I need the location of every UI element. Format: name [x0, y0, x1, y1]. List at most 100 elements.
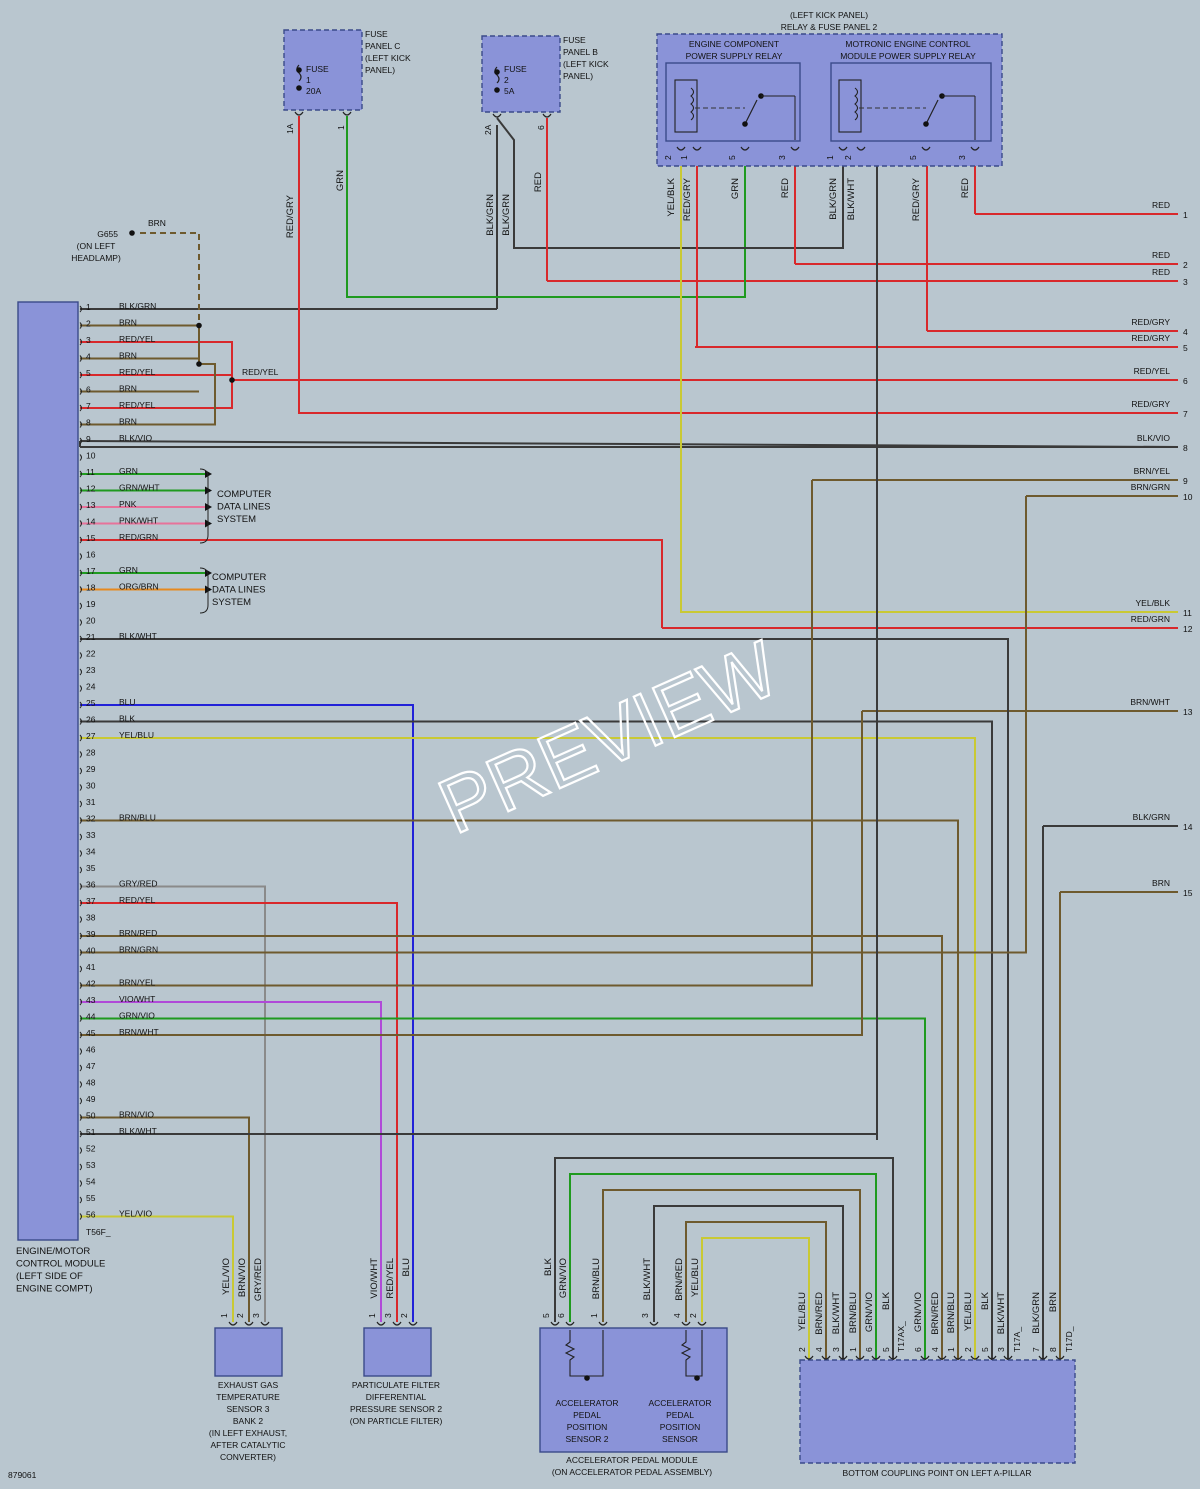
t17ax-wire-color: BRN/BLU: [848, 1292, 859, 1333]
data-lines-label: DATA LINES: [212, 585, 266, 596]
fuse-b-caption: PANEL): [563, 71, 593, 81]
pedal-wire-color: YEL/BLU: [690, 1258, 701, 1297]
ecm-pin-terminal: [79, 850, 82, 857]
egt-caption: (IN LEFT EXHAUST,: [209, 1428, 287, 1438]
ecm-pin-terminal: [79, 652, 82, 659]
ecm-pin-number: 42: [86, 979, 96, 989]
ecm-pin-number: 48: [86, 1078, 96, 1088]
pin-terminal: [542, 113, 552, 118]
ecm-pin-wire-color: YEL/BLU: [119, 730, 154, 740]
t17ax-wire-color: GRN/VIO: [864, 1292, 875, 1332]
ecm-pin-number: 11: [86, 467, 95, 477]
output-number: 10: [1183, 492, 1193, 502]
relay-motronic: [830, 62, 992, 142]
wire-pin21: [80, 638, 1009, 1360]
ecm-pin-wire-color: GRN: [119, 565, 138, 575]
ecm-pin-wire-color: ORG/BRN: [119, 582, 159, 592]
relay1-pin: 5: [727, 155, 737, 160]
ecm-caption: ENGINE/MOTOR: [16, 1246, 90, 1257]
relay-coil-frame: [838, 79, 862, 133]
ecm-pin-terminal: [79, 305, 82, 313]
ecm-pin-wire-color: BRN/YEL: [119, 978, 156, 988]
wire-pin39: [80, 935, 943, 1360]
pedal-to-coupling: [569, 1173, 877, 1360]
relay2-pin: 1: [825, 155, 835, 160]
ground-id: G655: [97, 229, 118, 239]
t17a-label: T17A_: [1012, 1327, 1022, 1352]
ecm-pin-terminal: [79, 569, 82, 577]
output-wire-color: BRN/YEL: [1134, 466, 1171, 476]
output-wire-color: RED/GRY: [1131, 333, 1170, 343]
pin-terminal: [260, 1321, 270, 1326]
output-wire-color: BLK/VIO: [1137, 433, 1170, 443]
ecm-pin-wire-color: BLK/WHT: [119, 631, 157, 641]
data-lines-label: DATA LINES: [217, 502, 271, 513]
pin-terminal: [392, 1321, 402, 1326]
wire-pin8: [80, 363, 216, 426]
wire-pin45: [80, 711, 863, 1036]
wire-pin56: [80, 1215, 234, 1322]
pedal-pin: 1: [589, 1313, 599, 1318]
pin-terminal: [692, 146, 702, 151]
fuse-b-caption: PANEL B: [563, 47, 598, 57]
sensor1-caption: PEDAL: [666, 1410, 694, 1420]
ecm-pin-number: 5: [86, 368, 91, 378]
relay1-pin: 2: [663, 155, 673, 160]
ecm-pin-terminal: [79, 1064, 82, 1072]
fuse-b-caption: FUSE: [563, 35, 586, 45]
ecm-pin-number: 25: [86, 698, 96, 708]
pedal-module-caption: ACCELERATOR PEDAL MODULE: [566, 1455, 698, 1465]
fuse-terminal: [296, 67, 302, 73]
egt-caption: TEMPERATURE: [216, 1392, 280, 1402]
ecm-pin-number: 24: [86, 682, 96, 692]
ecm-pin-terminal: [79, 784, 82, 791]
ecm-pin-number: 15: [86, 533, 96, 543]
wire-pin42: [80, 480, 813, 987]
fuse-b-wire-color: BLK/GRN: [485, 194, 496, 236]
t17a-pin: 2: [963, 1347, 973, 1352]
t17d-label: T17D_: [1064, 1326, 1074, 1352]
output-number: 4: [1183, 327, 1188, 337]
egt-wire-color: GRY/RED: [253, 1258, 264, 1301]
ecm-pin-wire-color: BLK/VIO: [119, 433, 152, 443]
fuse-c-wire-color: RED/GRY: [285, 194, 296, 238]
ecm-pin-terminal: [79, 454, 82, 461]
ecm-pin-wire-color: RED/GRN: [119, 532, 158, 542]
t17ax-wire-color: BLK: [881, 1291, 892, 1310]
ecm-pin-number: 50: [86, 1111, 96, 1121]
fuse-b-wire-color: RED: [533, 172, 544, 192]
egt-pin: 1: [219, 1313, 229, 1318]
relay1-pin: 1: [679, 155, 689, 160]
ecm-pin-wire-color: GRY/RED: [119, 879, 158, 889]
ecm-pin-number: 29: [86, 764, 96, 774]
output-number: 3: [1183, 277, 1188, 287]
relay1-wire-color: GRN: [730, 178, 741, 199]
pin-terminal: [565, 1321, 575, 1326]
wire-pin9: [79, 440, 1179, 448]
data-lines-label: SYSTEM: [217, 514, 256, 525]
pin-terminal: [550, 1321, 560, 1326]
ecm-pin-wire-color: BRN/WHT: [119, 1027, 159, 1037]
t17d-pin: 8: [1048, 1347, 1058, 1352]
ecm-pin-number: 17: [86, 566, 96, 576]
ecm-pin-terminal: [79, 421, 82, 428]
pin-terminal: [838, 146, 848, 151]
fuse-terminal: [296, 85, 302, 91]
pin-terminal: [228, 1321, 238, 1326]
ecm-pin-number: 16: [86, 550, 96, 560]
ecm-pin-terminal: [79, 751, 82, 758]
ecm-pin-number: 34: [86, 847, 96, 857]
pedal-module-caption: (ON ACCELERATOR PEDAL ASSEMBLY): [552, 1467, 712, 1477]
fuse-b-wire-color: BLK/GRN: [501, 194, 512, 236]
pin-terminal: [342, 111, 352, 116]
relay1-pin: 3: [777, 155, 787, 160]
egt-sensor: [214, 1327, 283, 1377]
relay2-wire-color: BLK/GRN: [828, 178, 839, 220]
splice-wire-color: RED/YEL: [242, 367, 279, 377]
relay2-pin: 5: [908, 155, 918, 160]
pin-terminal: [970, 146, 980, 151]
pf-wire-color: RED/YEL: [385, 1258, 396, 1299]
ecm-pin-wire-color: BRN: [119, 351, 137, 361]
fuse-b-pin: 6: [536, 125, 546, 130]
